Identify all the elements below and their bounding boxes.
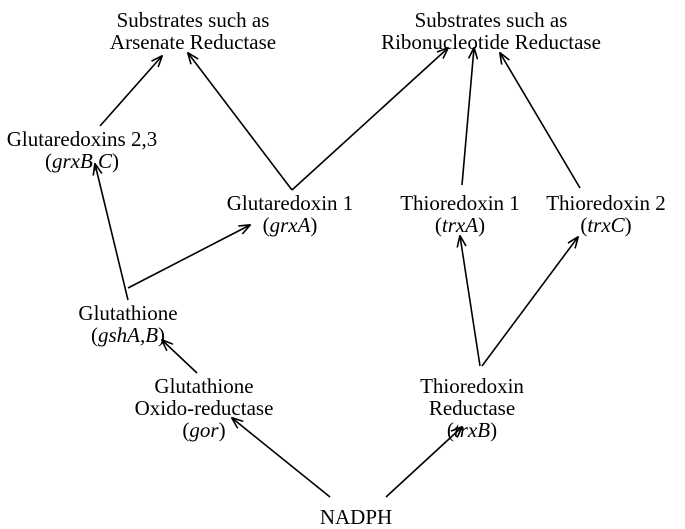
gene-name: trxB [453, 418, 491, 442]
arrow-glutaredoxins-23-to-substrates-arsenate [99, 56, 162, 127]
node-label: Glutathione [78, 301, 178, 325]
node-label: Arsenate Reductase [109, 30, 277, 54]
arrow-thioredoxin-1-to-substrates-ribonucleotide [461, 48, 474, 186]
gene-close-paren: ) [310, 213, 318, 237]
node-label: Oxido-reductase [134, 396, 274, 420]
gene-label: (grxA) [210, 214, 370, 236]
node-label: Substrates such as [414, 8, 568, 32]
arrow-glutathione-oxidoreductase-to-glutathione [162, 340, 198, 374]
node-label: Glutaredoxin 1 [226, 191, 354, 215]
node-label: Glutathione [154, 374, 254, 398]
gene-open-paren: ( [262, 213, 270, 237]
arrow-thioredoxin-reductase-to-thioredoxin-2 [481, 237, 578, 367]
node-label: Reductase [428, 396, 516, 420]
arrow-nadph-to-thioredoxin-reductase [385, 427, 462, 498]
node-glutathione: Glutathione (gshA,B) [64, 302, 192, 346]
node-label: NADPH [319, 505, 393, 529]
arrow-thioredoxin-reductase-to-thioredoxin-1 [460, 236, 481, 367]
gene-open-paren: ( [44, 149, 52, 173]
arrow-glutaredoxin-1-to-substrates-ribonucleotide [291, 48, 448, 191]
node-substrates-ribonucleotide: Substrates such as Ribonucleotide Reduct… [356, 9, 626, 53]
node-label: Thioredoxin 2 [546, 191, 666, 215]
gene-label: (trxB) [408, 419, 536, 441]
gene-label: (trxA) [380, 214, 540, 236]
node-label: Glutaredoxins 2,3 [6, 127, 158, 151]
gene-name: gor [189, 418, 219, 442]
gene-open-paren: ( [580, 213, 588, 237]
gene-open-paren: ( [90, 323, 98, 347]
gene-label: (gshA,B) [64, 324, 192, 346]
gene-label: (gor) [130, 419, 278, 441]
gene-open-paren: ( [434, 213, 442, 237]
node-substrates-arsenate: Substrates such as Arsenate Reductase [108, 9, 278, 53]
node-label: Ribonucleotide Reductase [381, 30, 601, 54]
gene-open-paren: ( [446, 418, 454, 442]
arrow-glutathione-to-glutaredoxins-23 [95, 164, 129, 301]
node-label: Thioredoxin [420, 374, 524, 398]
gene-name: gshA,B [97, 323, 159, 347]
gene-name: grxB,C [51, 149, 113, 173]
gene-open-paren: ( [182, 418, 190, 442]
gene-close-paren: ) [112, 149, 120, 173]
node-label: Thioredoxin 1 [400, 191, 520, 215]
arrow-thioredoxin-2-to-substrates-ribonucleotide [500, 53, 581, 189]
arrow-nadph-to-glutathione-oxidoreductase [232, 418, 331, 498]
gene-close-paren: ) [624, 213, 632, 237]
arrow-glutaredoxin-1-to-substrates-arsenate [188, 53, 293, 191]
gene-close-paren: ) [490, 418, 498, 442]
gene-label: (trxC) [532, 214, 680, 236]
node-label: Substrates such as [116, 8, 270, 32]
node-glutaredoxins-2-3: Glutaredoxins 2,3 (grxB,C) [0, 128, 164, 172]
node-glutaredoxin-1: Glutaredoxin 1 (grxA) [210, 192, 370, 236]
gene-name: trxA [441, 213, 479, 237]
gene-close-paren: ) [478, 213, 486, 237]
node-glutathione-oxidoreductase: Glutathione Oxido-reductase (gor) [130, 375, 278, 441]
node-thioredoxin-2: Thioredoxin 2 (trxC) [532, 192, 680, 236]
arrow-glutathione-to-glutaredoxin-1 [127, 225, 250, 289]
gene-close-paren: ) [158, 323, 166, 347]
node-thioredoxin-reductase: Thioredoxin Reductase (trxB) [408, 375, 536, 441]
node-thioredoxin-1: Thioredoxin 1 (trxA) [380, 192, 540, 236]
gene-name: trxC [587, 213, 625, 237]
node-nadph: NADPH [312, 506, 400, 528]
gene-close-paren: ) [218, 418, 226, 442]
gene-name: grxA [269, 213, 311, 237]
gene-label: (grxB,C) [0, 150, 164, 172]
